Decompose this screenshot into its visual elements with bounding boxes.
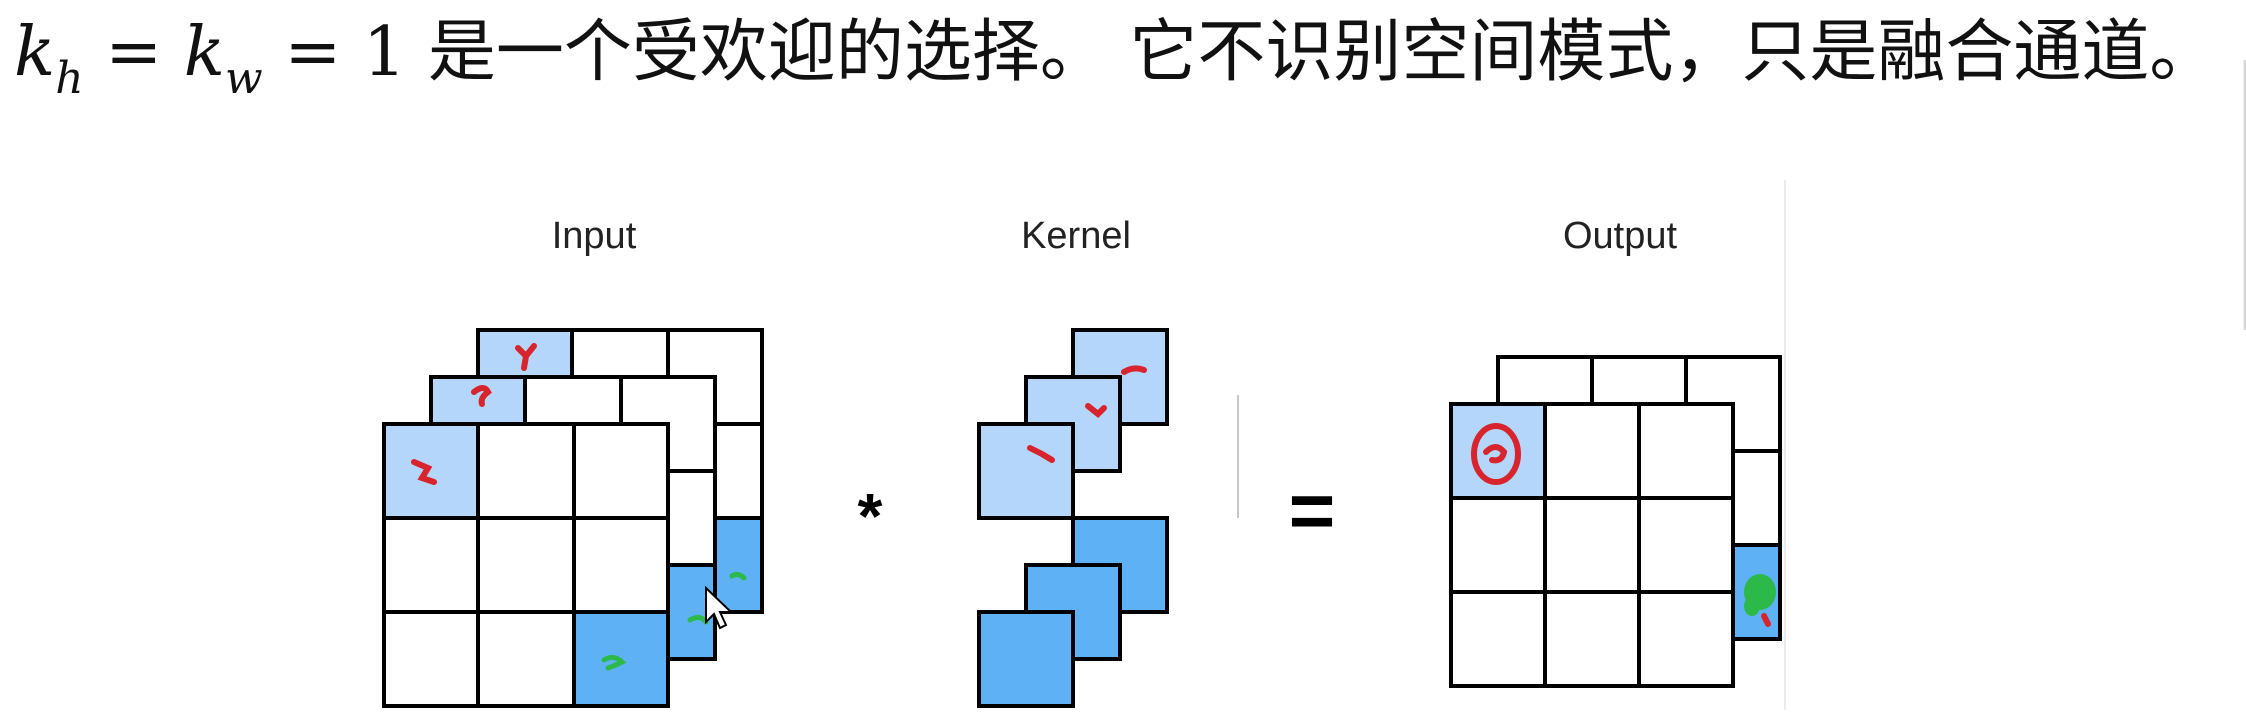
green-ink-marks: [601, 571, 1776, 671]
output-tensor: [1449, 355, 1782, 688]
input-cell-highlight: [382, 422, 480, 520]
equals-operator: =: [1289, 466, 1336, 555]
red-ink-marks: [411, 343, 1771, 627]
caption-text: 是一个受欢迎的选择。 它不识别空间模式，只是融合通道。: [427, 13, 2218, 92]
mouse-cursor-icon: [705, 585, 734, 630]
kernel-cell: [977, 422, 1075, 520]
kernel-cell: [977, 610, 1075, 708]
circle-annotation: [1471, 423, 1521, 485]
kernel-tensor: [977, 328, 1169, 708]
formula-kh-kw-1: kh = kw = 1: [14, 13, 407, 104]
input-label: Input: [552, 215, 637, 257]
input-tensor: [382, 328, 764, 708]
caption: kh = kw = 1 是一个受欢迎的选择。 它不识别空间模式，只是融合通道。: [14, 6, 2244, 126]
kernel-label: Kernel: [1021, 215, 1131, 257]
multiply-operator: *: [858, 480, 883, 552]
output-label: Output: [1563, 215, 1678, 257]
output-channel-1: [1449, 402, 1735, 688]
